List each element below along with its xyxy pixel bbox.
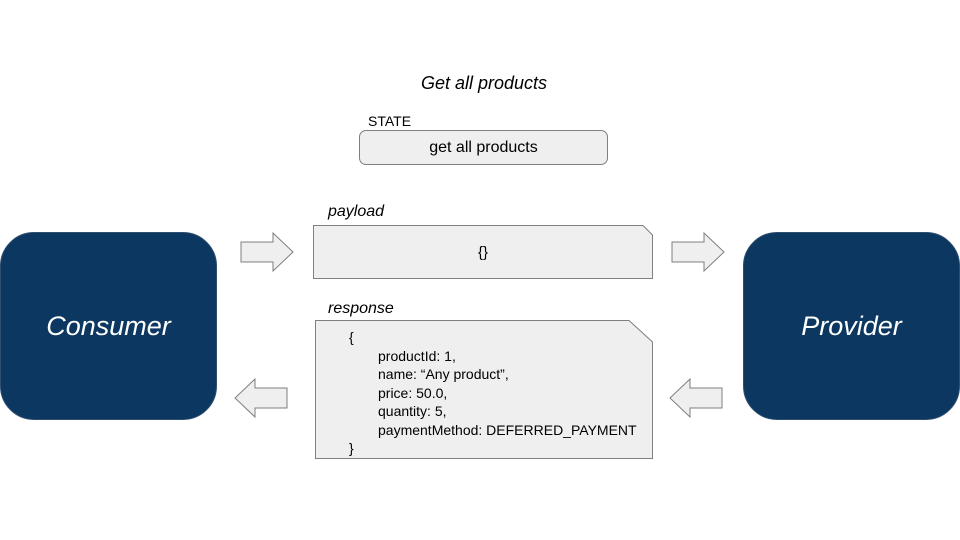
payload-body: {}	[477, 243, 489, 261]
payload-label: payload	[328, 203, 385, 220]
arrow-left-icon	[234, 378, 288, 418]
response-document-shape	[315, 320, 653, 459]
provider-label: Provider	[801, 310, 902, 341]
response-line: paymentMethod: DEFERRED_PAYMENT	[378, 421, 637, 438]
payload-document: {}	[313, 225, 653, 279]
response-line: }	[349, 440, 354, 456]
state-value: get all products	[429, 138, 538, 156]
response-document: { productId: 1, name: “Any product”, pri…	[315, 320, 653, 459]
payload-document-shape	[313, 225, 653, 279]
consumer-box: Consumer	[0, 232, 217, 420]
response-line: productId: 1,	[378, 347, 456, 364]
arrow-right-icon	[240, 232, 294, 272]
response-label: response	[328, 300, 394, 317]
state-box: get all products	[359, 130, 608, 165]
arrow-right-icon	[671, 232, 725, 272]
provider-box: Provider	[743, 232, 960, 420]
arrow-left-icon	[669, 378, 723, 418]
diagram-title: Get all products	[420, 73, 548, 93]
state-label: STATE	[368, 113, 412, 129]
response-line: name: “Any product”,	[378, 366, 509, 382]
response-line: quantity: 5,	[378, 403, 447, 419]
response-line: {	[349, 329, 354, 345]
response-line: price: 50.0,	[378, 384, 448, 401]
consumer-label: Consumer	[46, 310, 171, 341]
